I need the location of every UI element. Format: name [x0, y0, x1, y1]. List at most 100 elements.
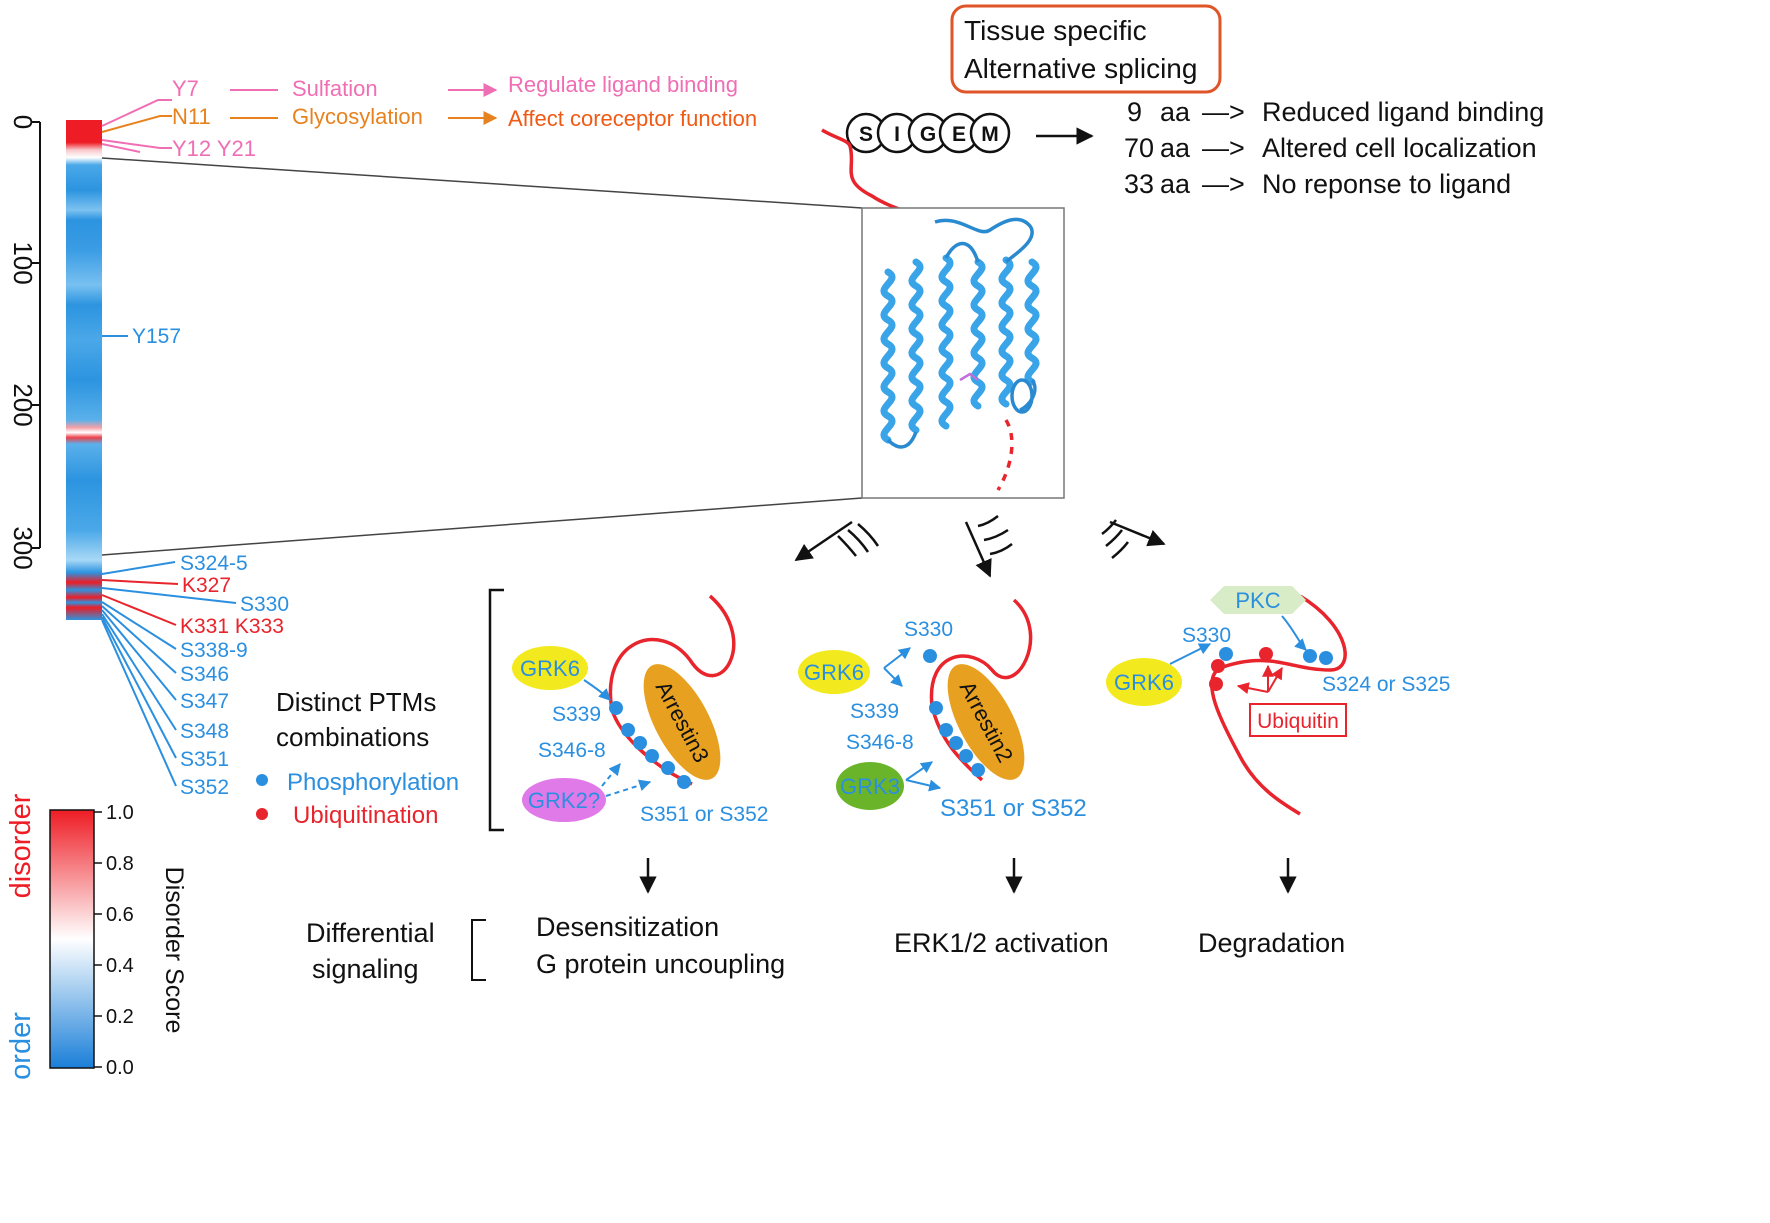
splice-unit-9: aa — [1160, 97, 1191, 127]
colorbar-tick-0-0: 0.0 — [106, 1057, 134, 1079]
splicing-box: Tissue specific Alternative splicing — [950, 4, 1222, 94]
legend-phosphorylation: Phosphorylation — [287, 769, 459, 796]
label-glycosylation-effect: Affect coreceptor function — [508, 106, 757, 131]
panel2-s351-352: S351 or S352 — [940, 795, 1087, 822]
panel1-s339: S339 — [552, 703, 601, 726]
ubiquitin-box: Ubiquitin — [1249, 703, 1347, 737]
splicing-line1: Tissue specific — [964, 15, 1147, 46]
panel2-phospho-dots — [923, 649, 985, 777]
label-n11: N11 — [172, 104, 211, 129]
label-s346: S346 — [180, 663, 229, 686]
svg-text:GRK3: GRK3 — [840, 774, 900, 799]
outcome-g-protein-uncoupling: G protein uncoupling — [536, 949, 785, 979]
ptm-legend: Distinct PTMs combinations Phosphorylati… — [256, 588, 504, 832]
panel-degradation: PKC S330 GRK6 S324 or S325 Ubiquitin Deg… — [1106, 586, 1450, 958]
splicing-line2: Alternative splicing — [964, 53, 1197, 84]
sigem-m: M — [981, 123, 999, 146]
label-y157: Y157 — [132, 325, 181, 348]
zoom-line-bottom — [101, 497, 863, 556]
splice-arrow-9: —> — [1202, 97, 1245, 127]
splice-effect-33: No reponse to ligand — [1262, 169, 1511, 199]
panel1-s351-352: S351 or S352 — [640, 803, 768, 826]
label-y7: Y7 — [172, 76, 199, 101]
ptm-legend-title-1: Distinct PTMs — [276, 687, 436, 717]
splice-aa-70: 70 — [1124, 133, 1154, 163]
n-terminal-ptms: Y7 N11 Y12 Y21 Sulfation Glycosylation R… — [101, 72, 757, 161]
label-k327: K327 — [182, 574, 231, 597]
sigem-g: G — [920, 123, 936, 146]
outcome-desensitization: Desensitization — [536, 912, 719, 942]
zoom-line-top — [101, 157, 863, 209]
signaling-bracket — [471, 919, 486, 981]
pkc-panel3: PKC — [1210, 586, 1306, 614]
colorbar-title: Disorder Score — [160, 867, 188, 1034]
svg-text:GRK6: GRK6 — [520, 656, 580, 681]
panel3-phospho-dots — [1219, 647, 1333, 665]
grk2-panel1: GRK2? — [522, 778, 606, 822]
signaling-line2: signaling — [312, 954, 419, 984]
label-s347: S347 — [180, 690, 229, 713]
ubiquitination-dot-icon — [256, 808, 268, 820]
legend-ubiquitination: Ubiquitination — [293, 802, 438, 829]
colorbar-disorder-label: disorder — [5, 793, 37, 898]
svg-text:GRK6: GRK6 — [1114, 670, 1174, 695]
splice-unit-70: aa — [1160, 133, 1191, 163]
label-s351: S351 — [180, 748, 229, 771]
colorbar-tick-1-0: 1.0 — [106, 802, 134, 824]
colorbar-gradient — [49, 809, 95, 1069]
receptor-structure — [861, 207, 1065, 499]
panel1-phospho-dots — [609, 701, 691, 789]
panel-desensitization: Arrestin3 GRK6 S339 S346-8 GRK2? S351 or… — [512, 594, 785, 979]
splice-effect-9: Reduced ligand binding — [1262, 97, 1544, 127]
label-k331-k333: K331 K333 — [180, 615, 284, 638]
sigem-i: I — [894, 123, 900, 146]
axis-tick-100: 100 — [8, 241, 38, 284]
splicing-effects: 9 aa —> Reduced ligand binding 70 aa —> … — [1124, 97, 1544, 199]
c-terminal-ptms: S324-5 K327 S330 K331 K333 S338-9 S346 S… — [101, 552, 289, 799]
label-s348: S348 — [180, 720, 229, 743]
splice-effect-70: Altered cell localization — [1262, 133, 1537, 163]
sigem-e: E — [952, 123, 966, 146]
colorbar-tick-0-4: 0.4 — [106, 955, 134, 977]
outcome-degradation: Degradation — [1198, 928, 1345, 958]
panel2-s339: S339 — [850, 700, 899, 723]
axis-tick-0: 0 — [8, 115, 38, 129]
svg-text:PKC: PKC — [1235, 588, 1280, 613]
colorbar-order-label: order — [5, 1012, 37, 1080]
panel3-ubiquitin-dots — [1209, 647, 1273, 691]
svg-text:GRK2?: GRK2? — [528, 788, 600, 813]
svg-text:GRK6: GRK6 — [804, 660, 864, 685]
label-sulfation-effect: Regulate ligand binding — [508, 72, 738, 97]
axis-tick-200: 200 — [8, 383, 38, 426]
label-s352: S352 — [180, 776, 229, 799]
axis-tick-300: 300 — [8, 526, 38, 569]
label-glycosylation: Glycosylation — [292, 104, 423, 129]
grk6-panel1: GRK6 — [512, 646, 588, 690]
splice-arrow-70: —> — [1202, 133, 1245, 163]
splice-aa-9: 9 — [1127, 97, 1142, 127]
splice-unit-33: aa — [1160, 169, 1191, 199]
signaling-line1: Differential — [306, 918, 435, 948]
label-s338-9: S338-9 — [180, 639, 248, 662]
sigem-residues: S I G E M — [845, 112, 1011, 154]
ptm-bracket — [488, 588, 504, 832]
panel2-s330: S330 — [904, 618, 953, 641]
splice-arrow-33: —> — [1202, 169, 1245, 199]
panel1-s346-8: S346-8 — [538, 739, 606, 762]
disorder-axis: 0 100 200 300 — [8, 115, 41, 570]
differential-signaling: Differential signaling — [306, 918, 486, 984]
label-s324-5: S324-5 — [180, 552, 248, 575]
colorbar-tick-0-2: 0.2 — [106, 1006, 134, 1028]
colorbar: 1.0 0.8 0.6 0.4 0.2 0.0 Disorder Score d… — [5, 793, 188, 1080]
label-y12-y21: Y12 Y21 — [172, 136, 256, 161]
splice-aa-33: 33 — [1124, 169, 1154, 199]
diverging-arrows — [794, 515, 1166, 578]
panel2-s346-8: S346-8 — [846, 731, 914, 754]
panel3-tail — [1210, 594, 1347, 816]
panel3-s330: S330 — [1182, 624, 1231, 647]
phosphorylation-dot-icon — [256, 774, 268, 786]
label-s330: S330 — [240, 593, 289, 616]
label-sulfation: Sulfation — [292, 76, 378, 101]
panel-erk-activation: Arrestin2 S330 GRK6 S339 S346-8 GRK3 S35… — [798, 598, 1109, 958]
